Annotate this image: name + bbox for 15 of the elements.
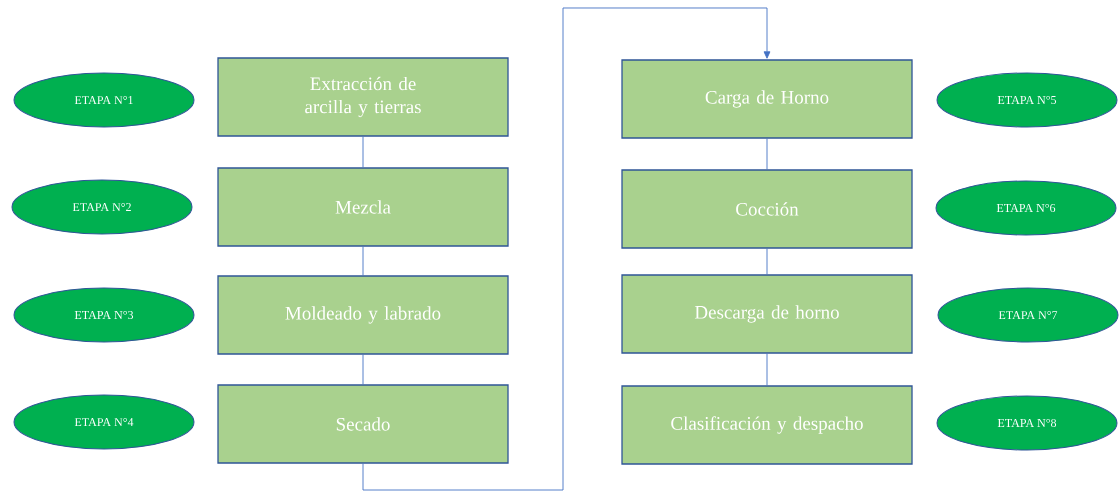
connector (362, 246, 364, 276)
connector (362, 136, 364, 168)
process-box: Carga de Horno (621, 59, 913, 139)
connector (362, 354, 364, 385)
process-box: Moldeado y labrado (217, 275, 509, 355)
process-box: Extracción de arcilla y tierras (217, 57, 509, 137)
connector (362, 7, 771, 491)
process-box: Secado (217, 384, 509, 464)
connector (766, 248, 768, 275)
process-box: Cocción (621, 169, 913, 249)
process-box: Clasificación y despacho (621, 385, 913, 465)
process-box: Mezcla (217, 167, 509, 247)
process-box: Descarga de horno (621, 274, 913, 354)
connector (766, 138, 768, 170)
connector (766, 353, 768, 386)
